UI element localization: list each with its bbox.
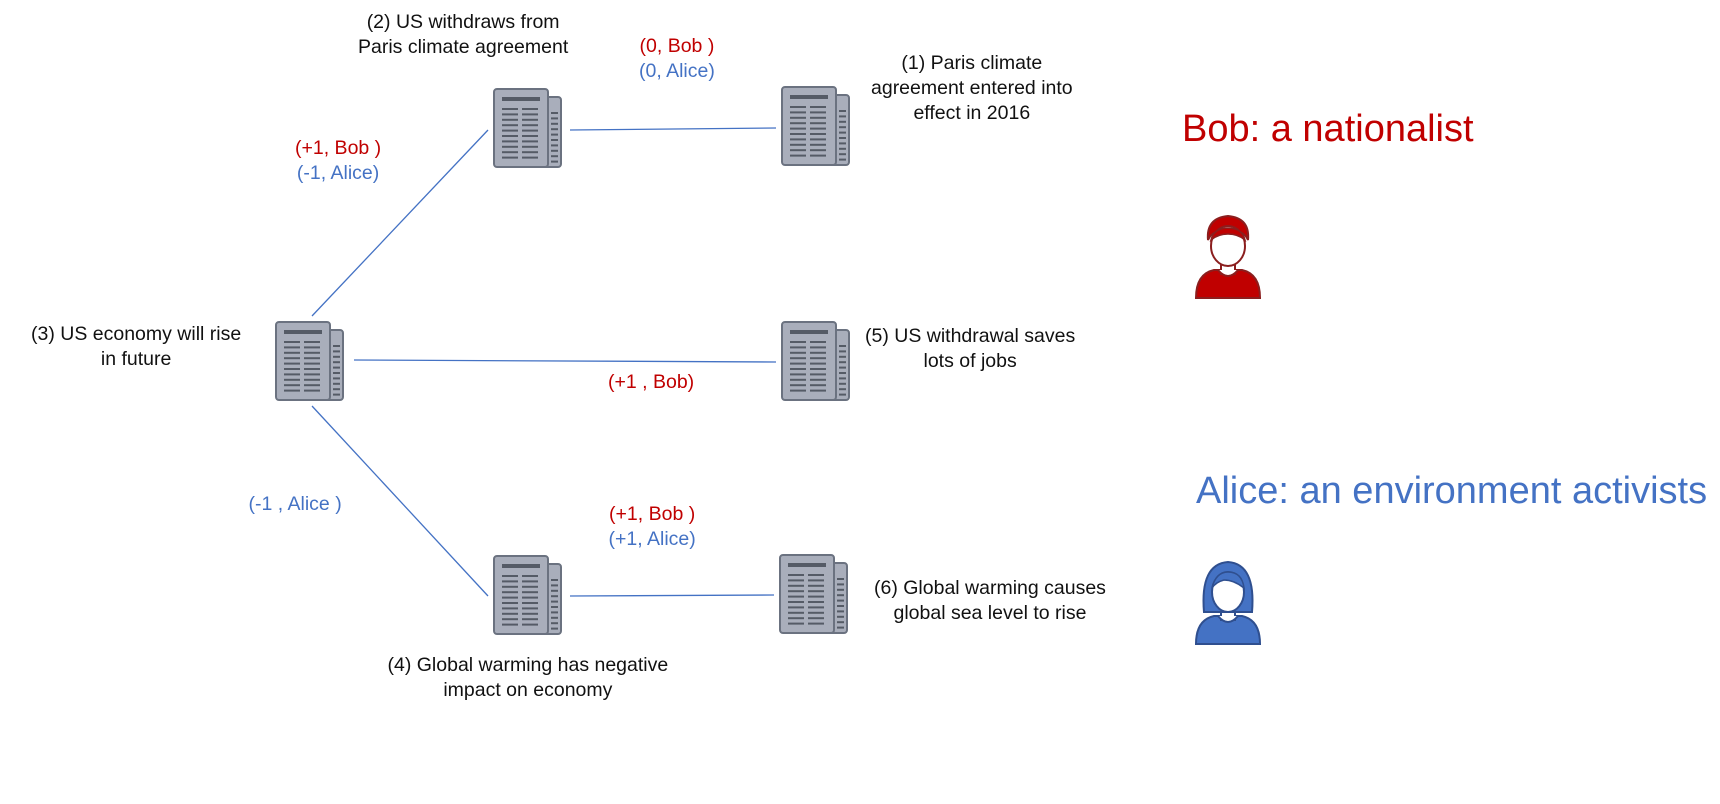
woman-user-icon xyxy=(1194,558,1262,651)
node-caption-line: (4) Global warming has negative xyxy=(387,654,669,676)
edge-n3-n5 xyxy=(353,359,777,363)
edge-weight-label: (0, Bob ) (0, Alice) xyxy=(639,34,715,84)
node-caption-line: Paris climate agreement xyxy=(358,36,569,58)
edge-n2-n1 xyxy=(569,127,777,131)
node-caption-line: lots of jobs xyxy=(923,350,1017,372)
bob-weight: (+1 , Bob) xyxy=(608,371,695,393)
alice-weight: (0, Alice) xyxy=(639,60,715,82)
bob-weight: (+1, Bob ) xyxy=(609,503,696,525)
node-caption-line: (1) Paris climate xyxy=(901,52,1043,74)
node-caption-n4: (4) Global warming has negative impact on… xyxy=(388,653,669,703)
document-icon xyxy=(274,320,346,407)
document-icon xyxy=(778,553,850,640)
alice-weight: (-1, Alice) xyxy=(296,162,380,184)
alice-weight: (-1 , Alice ) xyxy=(248,493,342,515)
document-icon xyxy=(492,87,564,174)
edge-n3-n2 xyxy=(311,129,489,317)
node-caption-n1: (1) Paris climate agreement entered into e… xyxy=(871,51,1073,126)
edge-weight-label: (-1 , Alice ) xyxy=(249,492,342,517)
node-caption-line: (3) US economy will rise xyxy=(31,323,242,345)
node-caption-line: global sea level to rise xyxy=(893,602,1087,624)
edge-n4-n6 xyxy=(569,594,775,597)
document-icon xyxy=(780,85,852,172)
node-caption-line: (2) US withdraws from xyxy=(366,11,560,33)
node-caption-n3: (3) US economy will rise in future xyxy=(31,322,241,372)
alice-weight: (+1, Alice) xyxy=(608,528,696,550)
edge-weight-label: (+1, Bob ) (-1, Alice) xyxy=(295,136,381,186)
bob-weight: (+1, Bob ) xyxy=(295,137,382,159)
node-caption-line: agreement entered into xyxy=(871,77,1073,99)
edge-weight-label: (+1, Bob ) (+1, Alice) xyxy=(609,502,696,552)
man-user-icon xyxy=(1194,212,1262,305)
bob-persona-title: Bob: a nationalist xyxy=(1182,108,1474,150)
node-caption-n6: (6) Global warming causes global sea leve… xyxy=(874,576,1106,626)
node-caption-line: (6) Global warming causes xyxy=(874,577,1106,599)
document-icon xyxy=(492,554,564,641)
node-caption-n5: (5) US withdrawal saves lots of jobs xyxy=(865,324,1075,374)
bob-weight: (0, Bob ) xyxy=(639,35,715,57)
node-caption-line: (5) US withdrawal saves xyxy=(865,325,1076,347)
node-caption-line: impact on economy xyxy=(443,679,613,701)
edge-weight-label: (+1 , Bob) xyxy=(608,370,694,395)
alice-persona-title: Alice: an environment activists xyxy=(1196,470,1708,512)
edge-n3-n4 xyxy=(311,405,489,597)
document-icon xyxy=(780,320,852,407)
node-caption-line: effect in 2016 xyxy=(913,102,1031,124)
node-caption-line: in future xyxy=(100,348,172,370)
